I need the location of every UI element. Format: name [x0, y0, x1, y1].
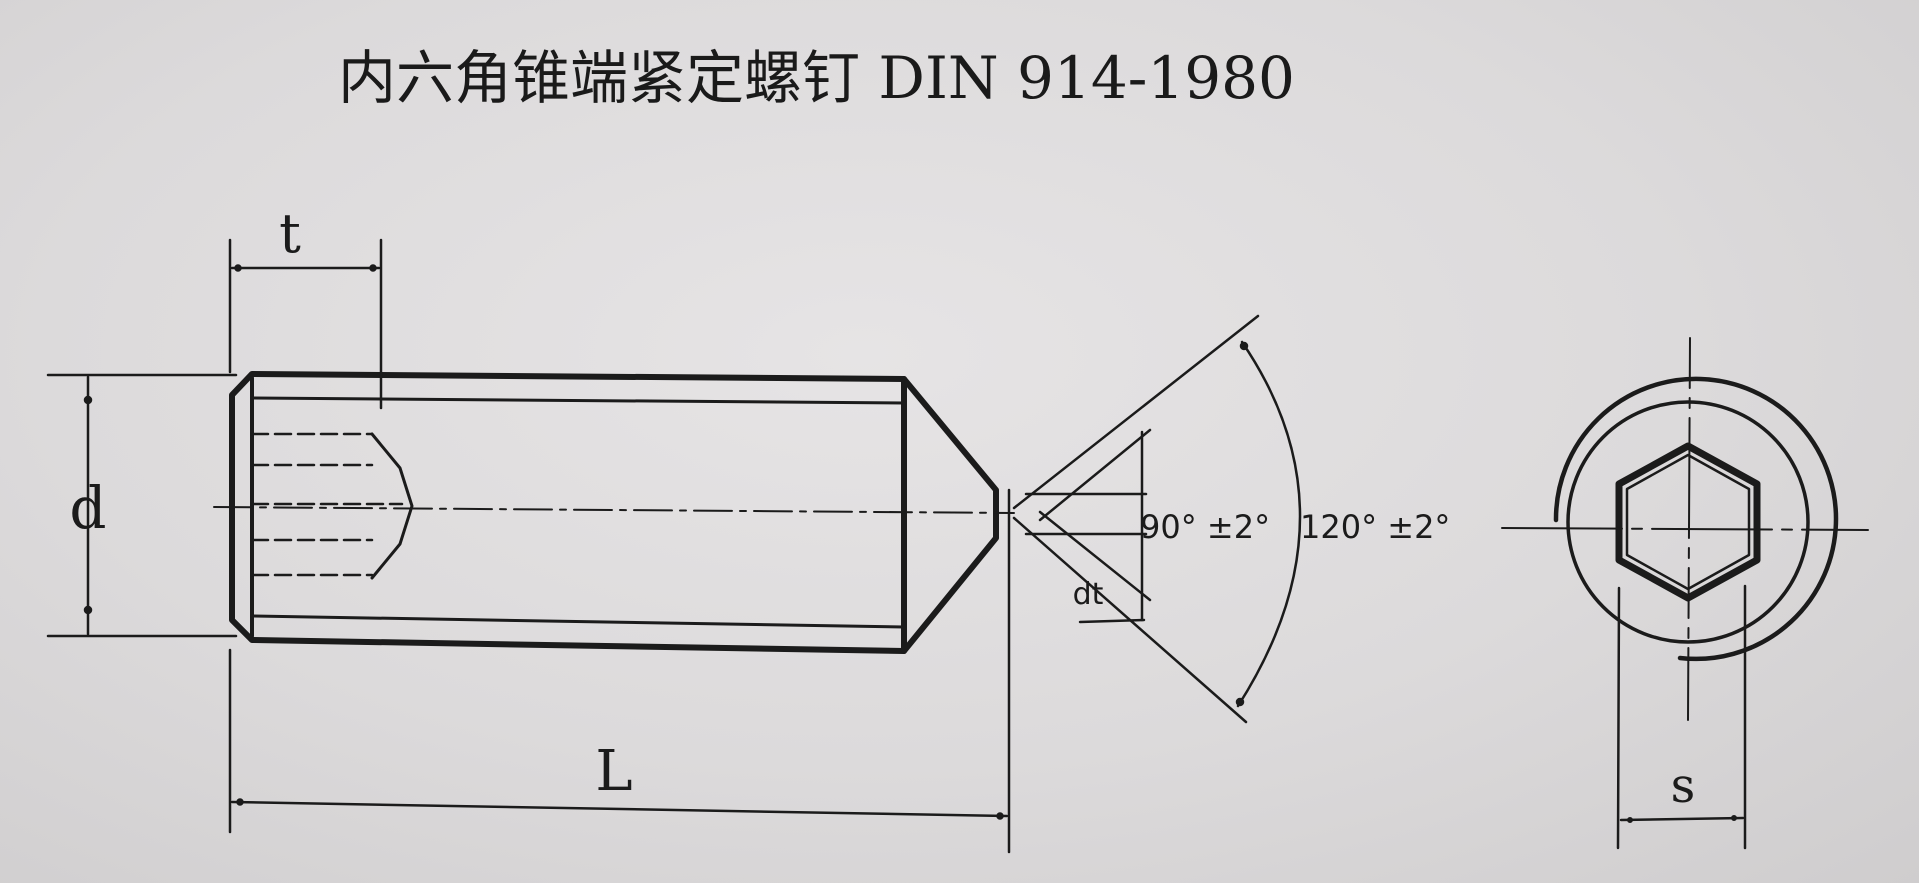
- dimension-d: [46, 373, 238, 638]
- angle-120-arc: [1236, 340, 1302, 708]
- label-d: d: [69, 474, 106, 542]
- label-L: L: [595, 739, 632, 804]
- thread-root-top: [250, 396, 906, 405]
- cone-extension-upper: [1012, 314, 1260, 510]
- end-center-vertical: [1687, 337, 1691, 721]
- center-axis: [213, 506, 1015, 514]
- screw-side-view: [213, 371, 1015, 654]
- inner-thread-circle: [1566, 400, 1810, 644]
- screw-end-view: [1501, 337, 1869, 850]
- label-angle-120: 120° ±2°: [1300, 508, 1450, 546]
- cone-angle-dimensions: [1012, 314, 1302, 724]
- end-center-horizontal: [1501, 527, 1869, 531]
- thread-root-bottom: [250, 614, 906, 629]
- hidden-hex-socket: [250, 432, 414, 580]
- dimension-t: [228, 238, 383, 410]
- outer-thread-circle: [1553, 376, 1839, 662]
- dimension-L: [228, 488, 1011, 854]
- label-t: t: [279, 202, 301, 265]
- drawing-title: 内六角锥端紧定螺钉 DIN 914-1980: [338, 44, 1295, 112]
- label-dt: dt: [1073, 577, 1104, 612]
- label-s: s: [1671, 758, 1696, 814]
- label-angle-90: 90° ±2°: [1140, 508, 1270, 546]
